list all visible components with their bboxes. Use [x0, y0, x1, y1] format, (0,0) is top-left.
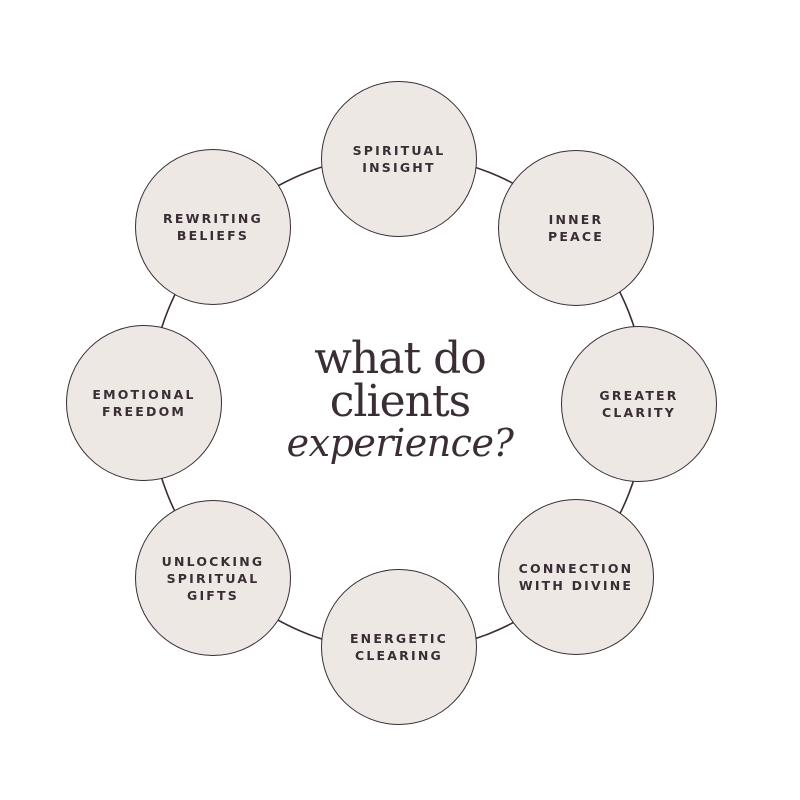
node-label: REWRITING BELIEFS — [163, 211, 263, 243]
title-line-clients: clients — [329, 376, 471, 427]
node-connection-with-divine: CONNECTION WITH DIVINE — [498, 499, 654, 655]
title-line-what-do: what do — [314, 333, 487, 384]
node-label: GREATER CLARITY — [599, 388, 679, 420]
node-label: SPIRITUAL INSIGHT — [352, 143, 446, 175]
node-label: UNLOCKING SPIRITUAL GIFTS — [161, 553, 265, 603]
node-emotional-freedom: EMOTIONAL FREEDOM — [66, 325, 222, 481]
node-label: EMOTIONAL FREEDOM — [92, 387, 196, 419]
title-line-experience: experience? — [286, 421, 514, 465]
node-energetic-clearing: ENERGETIC CLEARING — [321, 569, 477, 725]
node-label: CONNECTION WITH DIVINE — [518, 561, 634, 593]
node-unlocking-spiritual-gifts: UNLOCKING SPIRITUAL GIFTS — [135, 500, 291, 656]
node-label: INNER PEACE — [547, 212, 605, 244]
node-rewriting-beliefs: REWRITING BELIEFS — [135, 149, 291, 305]
node-inner-peace: INNER PEACE — [498, 150, 654, 306]
node-greater-clarity: GREATER CLARITY — [561, 326, 717, 482]
node-spiritual-insight: SPIRITUAL INSIGHT — [321, 81, 477, 237]
node-label: ENERGETIC CLEARING — [349, 631, 449, 663]
